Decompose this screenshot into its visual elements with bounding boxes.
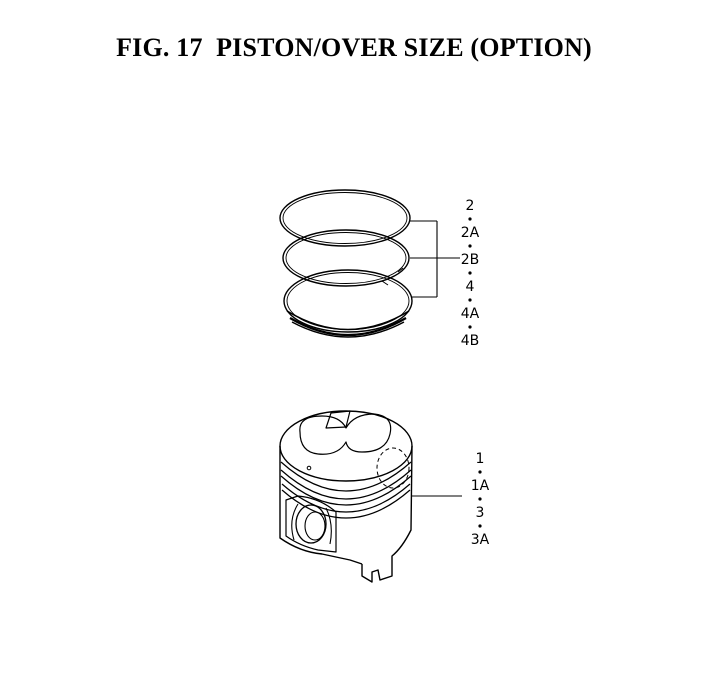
pin-boss: [285, 495, 337, 553]
callout-dot: [478, 524, 482, 528]
callout-dot: [468, 325, 472, 329]
piston-skirt-right: [361, 445, 413, 583]
callout-3: 3: [476, 505, 485, 521]
callout-4b: 4B: [461, 333, 480, 349]
crown-mark: [306, 465, 312, 471]
pin-bore-outer: [295, 504, 327, 544]
callout-2b: 2B: [461, 252, 480, 268]
pin-bore-inner: [304, 511, 326, 541]
figure-title: FIG. 17 PISTON/OVER SIZE (OPTION): [116, 33, 592, 62]
callout-1: 1: [476, 451, 485, 467]
ring-callouts: 2 2A 2B 4 4A 4B: [461, 198, 480, 349]
callout-dot: [468, 244, 472, 248]
callout-1a: 1A: [471, 478, 490, 494]
second-ring: [282, 229, 410, 287]
top-ring: [279, 189, 411, 247]
callout-dot: [468, 217, 472, 221]
piston-callouts: 1 1A 3 3A: [471, 451, 490, 548]
ring-leader-lines: [410, 220, 460, 298]
callout-2: 2: [466, 198, 475, 214]
piston-crown: [279, 410, 413, 482]
callout-4: 4: [466, 279, 475, 295]
callout-dot: [468, 298, 472, 302]
callout-dot: [478, 497, 482, 501]
valve-relief: [376, 447, 410, 489]
valve-notch: [325, 410, 351, 429]
combustion-bowl: [299, 413, 392, 455]
callout-dot: [478, 470, 482, 474]
piston: [279, 410, 413, 583]
piston-rings: [279, 189, 413, 338]
callout-3a: 3A: [471, 532, 490, 548]
callout-dot: [468, 271, 472, 275]
oil-ring: [283, 269, 413, 338]
piston-skirt-left: [279, 446, 363, 565]
callout-2a: 2A: [461, 225, 480, 241]
callout-4a: 4A: [461, 306, 480, 322]
